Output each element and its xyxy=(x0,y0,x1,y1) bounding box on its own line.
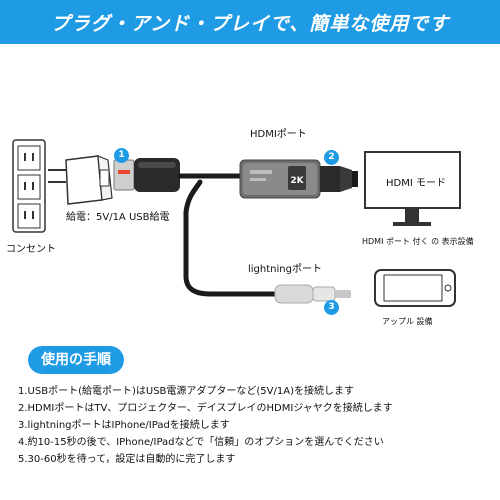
usage-step: 3.lightningポートはIPhone/IPadを接続します xyxy=(18,420,230,431)
usage-step: 5.30-60秒を待って，設定は自動的に完了します xyxy=(18,454,236,465)
usb-power-adapter-icon xyxy=(48,155,113,205)
usage-step: 2.HDMIポートはTV、プロジェクター、デイスプレイのHDMIジャヤクを接続し… xyxy=(18,403,393,414)
hdmi-port-label: HDMIポート xyxy=(250,129,307,140)
usage-title: 使用の手順 xyxy=(28,346,124,374)
adapter-model-label: 2K xyxy=(290,176,304,186)
display-device-label: HDMI ポート 付く の 表示設備 xyxy=(362,237,474,246)
hdmi-adapter-icon: 2K xyxy=(239,159,358,199)
hdmi-mode-label: HDMI モード xyxy=(386,178,446,189)
usage-steps-list: 1.USBポート(給電ポート)はUSB電源アダプターなど(5V/1A)を接続しま… xyxy=(18,383,393,468)
usage-step: 1.USBポート(給電ポート)はUSB電源アダプターなど(5V/1A)を接続しま… xyxy=(18,386,354,397)
cable-lines xyxy=(177,173,278,297)
wall-outlet-icon xyxy=(12,139,46,233)
badge-lightning-port: 3 xyxy=(324,300,339,315)
badge-hdmi-port: 2 xyxy=(324,150,339,165)
power-note-label: 給電：5V/1A USB給電 xyxy=(66,212,170,223)
badge-usb-port: 1 xyxy=(114,148,129,163)
usb-plug-icon xyxy=(113,158,180,192)
lightning-plug-icon xyxy=(274,284,351,304)
lightning-port-label: lightningポート xyxy=(248,264,322,275)
monitor-icon xyxy=(364,151,461,226)
phone-icon xyxy=(374,269,456,307)
usage-step: 4.約10-15秒の後で、IPhone/IPadなどで「信頼」のオプションを選ん… xyxy=(18,437,384,448)
outlet-label: コンセント xyxy=(6,244,56,255)
title-banner: プラグ・アンド・プレイで、簡単な使用です xyxy=(0,0,500,44)
apple-device-label: アップル 設備 xyxy=(382,317,433,326)
banner-title: プラグ・アンド・プレイで、簡単な使用です xyxy=(50,13,450,35)
